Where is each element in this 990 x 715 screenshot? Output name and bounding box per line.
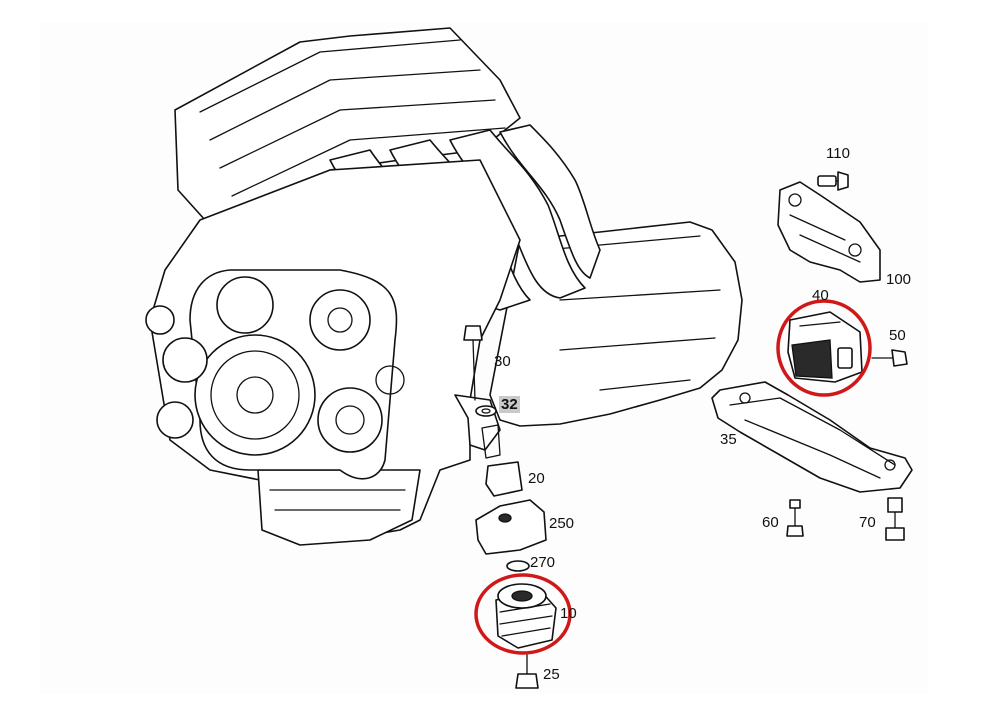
alternator-pulley bbox=[216, 276, 274, 334]
callout-100: 100 bbox=[886, 271, 912, 288]
part-60-bolt bbox=[786, 499, 804, 537]
part-50-bolt bbox=[871, 349, 908, 367]
crank-pulley bbox=[194, 334, 316, 456]
accessory-drive bbox=[145, 269, 405, 480]
part-250-heat-shield bbox=[475, 499, 547, 555]
part-110-bolt bbox=[817, 171, 849, 191]
callout-270: 270 bbox=[530, 554, 556, 571]
pump-pulley bbox=[309, 289, 371, 351]
engine-assembly bbox=[145, 27, 743, 546]
callout-70: 70 bbox=[859, 514, 876, 531]
callout-60: 60 bbox=[762, 514, 779, 531]
callout-20: 20 bbox=[528, 470, 545, 487]
callout-10: 10 bbox=[560, 605, 577, 622]
callout-110: 110 bbox=[826, 145, 850, 162]
callout-40: 40 bbox=[812, 287, 829, 304]
callout-30: 30 bbox=[494, 353, 511, 370]
part-10-engine-mount bbox=[495, 583, 557, 649]
callout-25: 25 bbox=[543, 666, 560, 683]
oil-pan bbox=[257, 469, 421, 546]
tensioner-pulley bbox=[162, 337, 208, 383]
part-40-transmission-mount bbox=[787, 311, 863, 383]
part-35-crossmember bbox=[711, 381, 913, 493]
part-25-bolt bbox=[515, 654, 539, 689]
highlight-ring-part-10 bbox=[474, 573, 572, 655]
part-270-washer bbox=[506, 560, 530, 572]
highlight-ring-part-40 bbox=[776, 299, 872, 397]
part-100-bracket bbox=[777, 181, 881, 283]
callout-50: 50 bbox=[889, 327, 906, 344]
part-32-washer bbox=[475, 405, 497, 417]
callout-32: 32 bbox=[499, 396, 520, 413]
part-30-bolt bbox=[463, 325, 483, 401]
part-20-bracket bbox=[481, 424, 523, 497]
idler-pulley bbox=[317, 387, 383, 453]
callout-250: 250 bbox=[549, 515, 575, 532]
part-70-bolt bbox=[885, 497, 905, 541]
callout-35: 35 bbox=[720, 431, 737, 448]
